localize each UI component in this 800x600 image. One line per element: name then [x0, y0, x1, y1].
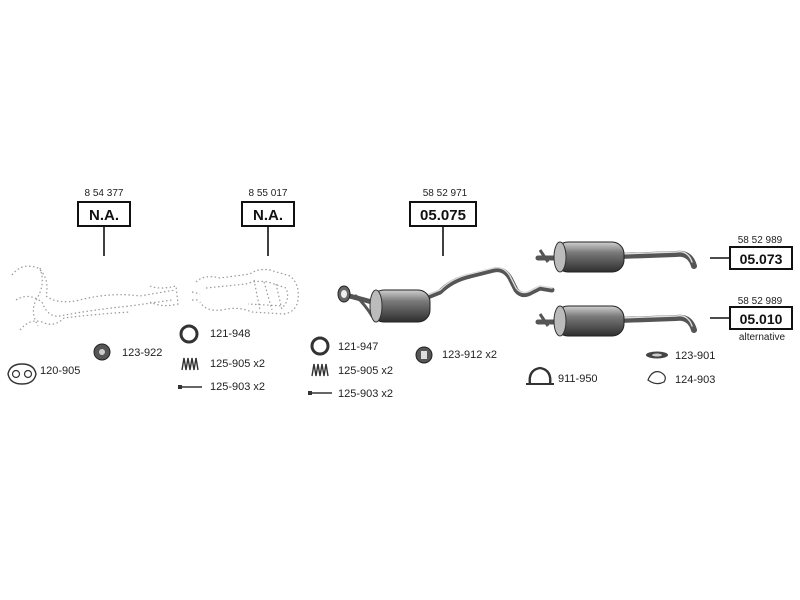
part-123-901[interactable]: 123-901 [646, 350, 715, 362]
gasket-icon [7, 363, 37, 385]
assembly-rear-silencer-b[interactable]: 58 52 989 05.010 alternative [710, 296, 793, 343]
catalyst-front-outline [11, 265, 179, 331]
rear-silencer-a-drawing [535, 241, 697, 273]
clamp-icon [526, 366, 554, 385]
part-ref-number: 58 52 971 [423, 188, 468, 199]
code-box [729, 246, 793, 270]
code-box [241, 201, 295, 227]
part-123-912[interactable]: 123-912 x2 [415, 346, 497, 364]
part-label: 125-903 x2 [338, 388, 393, 400]
part-code: 05.075 [420, 207, 466, 224]
part-ref-number: 58 52 989 [738, 235, 783, 246]
part-label: 125-905 x2 [338, 365, 393, 377]
part-label: 125-903 x2 [210, 381, 265, 393]
part-code: N.A. [89, 207, 119, 224]
bolt-icon [308, 391, 332, 395]
part-label: 121-947 [338, 341, 378, 353]
part-125-903-b[interactable]: 125-903 x2 [308, 388, 393, 400]
o-ring-icon [647, 371, 666, 385]
part-code: 05.010 [740, 311, 783, 327]
code-box [729, 306, 793, 330]
catalyst-rear-outline [191, 268, 299, 315]
rubber-hanger-icon [415, 346, 433, 364]
part-ref-number: 8 54 377 [85, 188, 124, 199]
part-label: 125-905 x2 [210, 358, 265, 370]
part-label: 123-922 [122, 347, 162, 359]
part-label: 121-948 [210, 328, 250, 340]
code-box [409, 201, 477, 227]
sealing-ring-icon [310, 336, 330, 356]
rubber-mount-icon [93, 343, 111, 361]
part-125-903-a[interactable]: 125-903 x2 [178, 381, 265, 393]
assembly-catalyst-rear[interactable]: 8 55 017 N.A. [241, 188, 295, 256]
part-ref-number: 58 52 989 [738, 296, 783, 307]
part-label: 123-912 x2 [442, 349, 497, 361]
rear-silencer-b-drawing [535, 305, 697, 337]
spring-icon [311, 363, 329, 377]
part-code: 05.073 [740, 251, 783, 267]
part-125-905-b[interactable]: 125-905 x2 [311, 363, 393, 377]
part-ref-number: 8 55 017 [249, 188, 288, 199]
part-label: 911-950 [558, 373, 598, 385]
part-label: 124-903 [675, 374, 715, 386]
rubber-strap-icon [646, 351, 668, 359]
assembly-front-silencer[interactable]: 58 52 971 05.075 [409, 188, 477, 256]
part-911-950[interactable]: 911-950 [526, 366, 598, 385]
assembly-rear-silencer-a[interactable]: 58 52 989 05.073 [710, 235, 793, 270]
part-code: N.A. [253, 207, 283, 224]
part-120-905[interactable]: 120-905 [7, 363, 80, 385]
part-label: 120-905 [40, 365, 80, 377]
part-123-922[interactable]: 123-922 [93, 343, 162, 361]
bolt-icon [178, 385, 202, 389]
assembly-catalyst-front[interactable]: 8 54 377 N.A. [77, 188, 131, 256]
alternative-note: alternative [739, 332, 786, 343]
sealing-ring-icon [179, 324, 199, 344]
part-124-903[interactable]: 124-903 [647, 371, 715, 386]
part-125-905-a[interactable]: 125-905 x2 [181, 357, 265, 371]
part-121-948[interactable]: 121-948 [179, 324, 250, 344]
front-silencer-drawing [337, 266, 555, 323]
part-121-947[interactable]: 121-947 [310, 336, 378, 356]
spring-icon [181, 357, 199, 371]
part-label: 123-901 [675, 350, 715, 362]
